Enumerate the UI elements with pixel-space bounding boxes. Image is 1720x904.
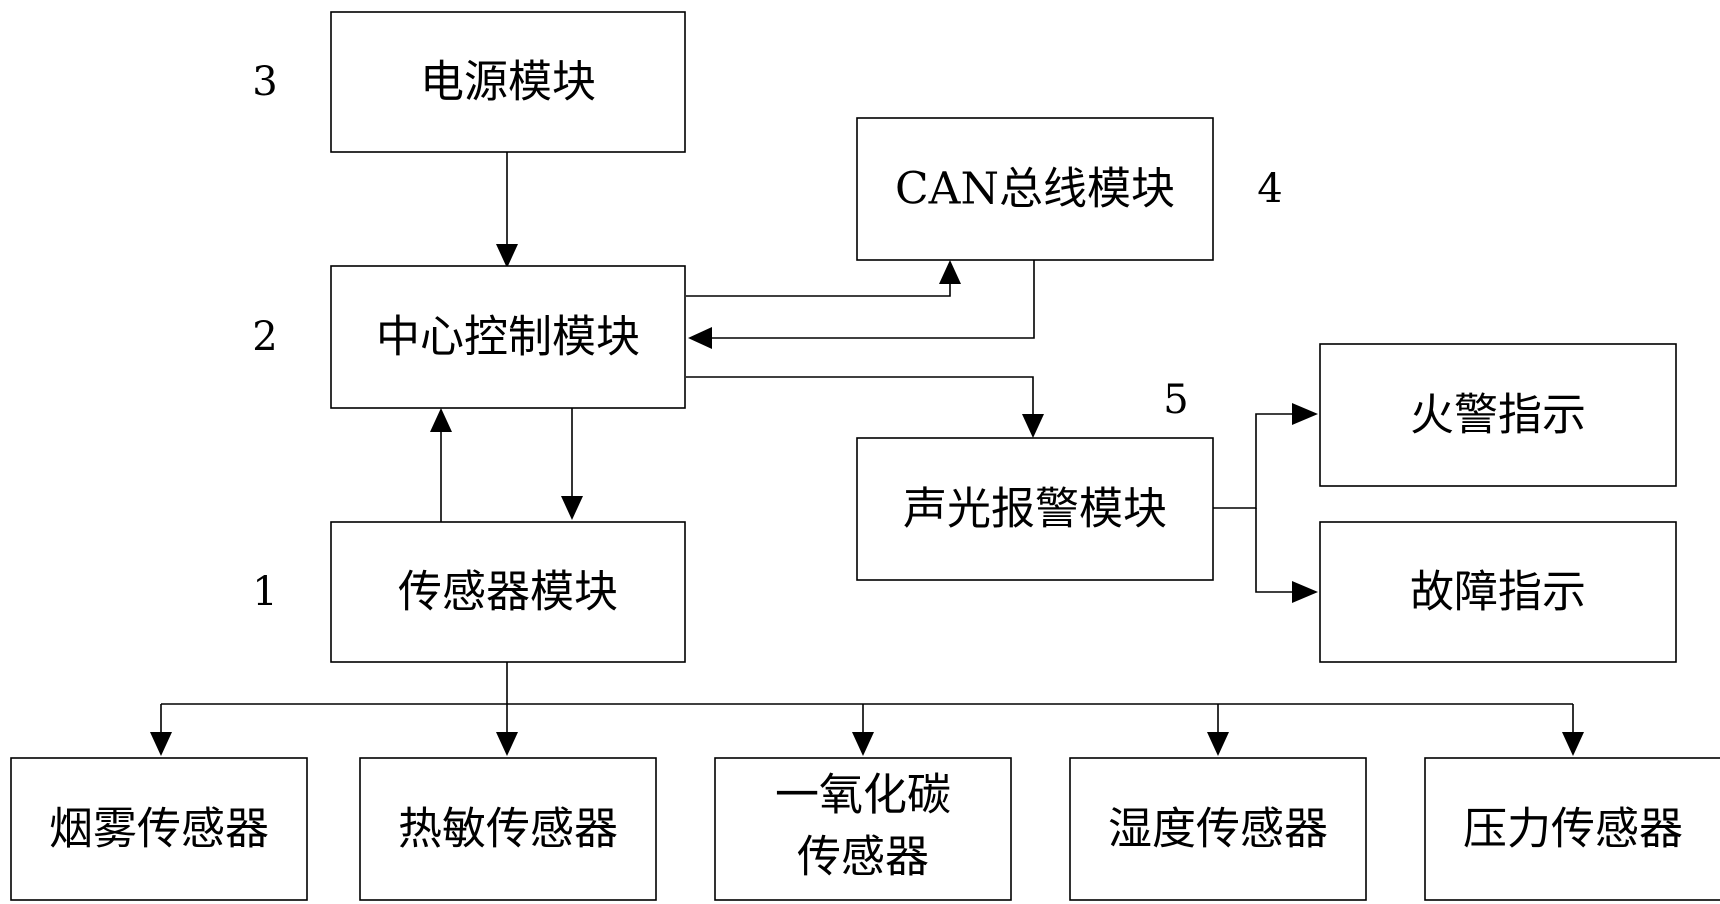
- arrow-down-icon: [561, 496, 583, 520]
- can-bus-module-label: CAN总线模块: [895, 164, 1175, 215]
- fault-indicator-box: 故障指示: [1319, 521, 1677, 663]
- arrow-down-icon: [1207, 732, 1229, 756]
- connectors: [160, 152, 1574, 732]
- power-module-label: 电源模块: [420, 57, 596, 108]
- arrow-right-icon: [1292, 403, 1318, 425]
- co-sensor-label-line1: 一氧化碳: [775, 770, 951, 821]
- arrow-down-icon: [1562, 732, 1584, 756]
- connector-can-to-center: [712, 260, 1035, 339]
- center-control-module-label: 中心控制模块: [376, 312, 640, 363]
- alarm-module-box: 声光报警模块: [856, 437, 1214, 581]
- arrow-down-icon: [496, 244, 518, 268]
- connector-center-to-alarm: [686, 376, 1034, 414]
- sensor-module-label: 传感器模块: [398, 567, 618, 618]
- power-module-box: 电源模块: [330, 11, 686, 153]
- connector-alarm-to-fault: [1255, 508, 1292, 593]
- arrow-up-icon: [939, 260, 961, 284]
- arrow-down-icon: [1022, 414, 1044, 438]
- reference-numeral-2: 2: [252, 314, 277, 360]
- humidity-sensor-label: 湿度传感器: [1108, 804, 1328, 855]
- smoke-sensor-label: 烟雾传感器: [49, 804, 269, 855]
- can-bus-module-box: CAN总线模块: [856, 117, 1214, 261]
- center-control-module-box: 中心控制模块: [330, 265, 686, 409]
- humidity-sensor-box: 湿度传感器: [1069, 757, 1367, 901]
- arrow-down-icon: [150, 732, 172, 756]
- arrow-up-icon: [430, 408, 452, 432]
- reference-numeral-4: 4: [1257, 166, 1282, 212]
- reference-numeral-3: 3: [252, 59, 277, 105]
- pressure-sensor-label: 压力传感器: [1463, 804, 1683, 855]
- fire-indicator-label: 火警指示: [1410, 390, 1586, 441]
- arrow-left-icon: [688, 327, 712, 349]
- arrowheads: [150, 244, 1584, 756]
- co-sensor-label-line2: 传感器: [797, 832, 929, 883]
- thermal-sensor-label: 热敏传感器: [398, 804, 618, 855]
- connector-center-to-can: [686, 278, 951, 297]
- co-sensor-box: 一氧化碳 传感器: [714, 757, 1012, 901]
- connector-alarm-split: [1213, 413, 1292, 509]
- reference-numeral-5: 5: [1163, 377, 1188, 423]
- arrow-down-icon: [496, 732, 518, 756]
- arrow-down-icon: [852, 732, 874, 756]
- smoke-sensor-box: 烟雾传感器: [10, 757, 308, 901]
- alarm-module-label: 声光报警模块: [903, 484, 1167, 535]
- fire-indicator-box: 火警指示: [1319, 343, 1677, 487]
- pressure-sensor-box: 压力传感器: [1424, 757, 1720, 901]
- reference-numeral-1: 1: [252, 569, 277, 615]
- fault-indicator-label: 故障指示: [1410, 567, 1586, 618]
- arrow-right-icon: [1292, 581, 1318, 603]
- sensor-module-box: 传感器模块: [330, 521, 686, 663]
- thermal-sensor-box: 热敏传感器: [359, 757, 657, 901]
